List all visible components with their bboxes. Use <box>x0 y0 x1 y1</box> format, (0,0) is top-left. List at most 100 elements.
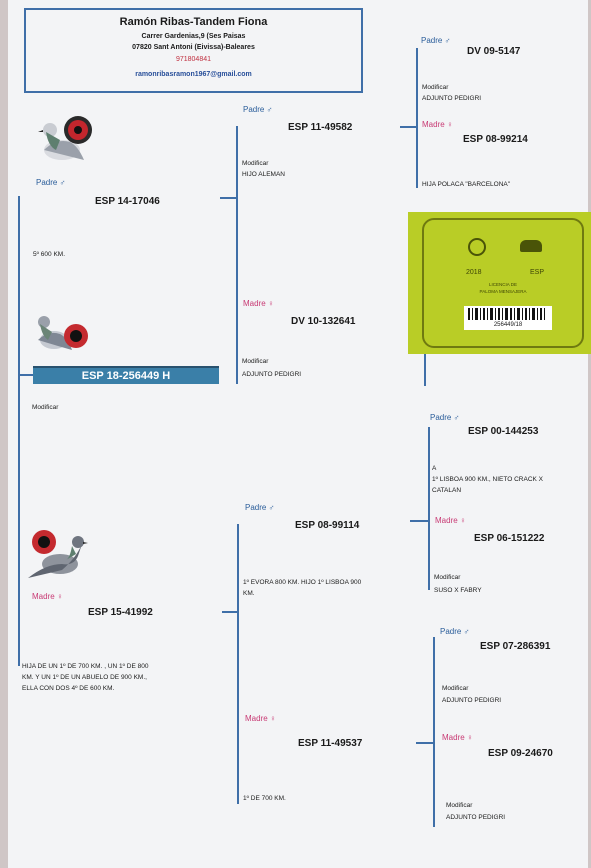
owner-email[interactable]: ramonribasramon1967@gmail.com <box>135 71 252 78</box>
ddd-ring: ESP 09-24670 <box>488 748 553 759</box>
dss-ring: ESP 00-144253 <box>468 426 539 437</box>
license-title-2: PALOMA MENSAJERA <box>479 289 527 294</box>
ds-padre-label: Padre ♂ <box>245 503 275 513</box>
sss-padre-label: Padre ♂ <box>421 36 451 46</box>
ds-note-line-2: KM. <box>243 590 255 597</box>
dd-note: 1º DE 700 KM. <box>243 795 286 802</box>
ss-modify-label[interactable]: Modificar <box>242 160 269 167</box>
subject-line <box>18 196 20 666</box>
dam-ring: ESP 15-41992 <box>88 607 153 618</box>
subject-modify-label[interactable]: Modificar <box>32 404 59 411</box>
owner-phone: 971804841 <box>175 56 212 63</box>
subject-ring: ESP 18-256449 H <box>81 370 171 382</box>
sss-ring: DV 09-5147 <box>467 46 521 57</box>
dd-madre-label: Madre ♀ <box>245 714 276 724</box>
ss-connector <box>400 126 418 128</box>
sd-branch-line <box>424 350 426 386</box>
dsd-note: SUSO X FABRY <box>434 587 482 594</box>
dam-pigeon-image <box>28 536 88 578</box>
sss-note: ADJUNTO PEDIGRI <box>422 95 482 102</box>
ssd-ring: ESP 08-99214 <box>463 134 528 145</box>
sd-madre-label: Madre ♀ <box>243 299 274 309</box>
female-icon: ♀ <box>459 516 466 525</box>
female-icon: ♀ <box>446 120 453 129</box>
madre-label-text: Madre <box>442 733 465 742</box>
female-icon: ♀ <box>267 299 274 308</box>
dd-branch-line <box>433 637 435 827</box>
sss-modify-label[interactable]: Modificar <box>422 84 449 91</box>
dds-padre-label: Padre ♂ <box>440 627 470 637</box>
dam-connector <box>222 611 239 613</box>
ss-branch-line <box>416 48 418 188</box>
sire-eye-image <box>64 116 92 144</box>
sd-modify-label[interactable]: Modificar <box>242 358 269 365</box>
dss-note-line-3: CATALAN <box>432 487 462 494</box>
owner-header: Ramón Ribas-Tandem Fiona Carrer Gardenia… <box>24 8 363 93</box>
dd-connector <box>416 742 435 744</box>
madre-label-text: Madre <box>243 299 266 308</box>
barcode-stripes <box>468 308 545 320</box>
license-number: 256449/18 <box>493 322 523 328</box>
dam-note-line-2: KM. Y UN 1º DE UN ABUELO DE 900 KM., <box>22 674 147 681</box>
dd-ring: ESP 11-49537 <box>298 738 363 749</box>
ds-branch-line <box>428 427 430 590</box>
sd-ring: DV 10-132641 <box>291 316 356 327</box>
dam-madre-label: Madre ♀ <box>32 592 63 602</box>
dam-note-line-1: HIJA DE UN 1º DE 700 KM. , UN 1º DE 800 <box>22 663 149 670</box>
padre-label-text: Padre <box>243 105 265 114</box>
female-icon: ♀ <box>269 714 276 723</box>
paper-sheet <box>8 0 588 868</box>
sire-pigeon-image <box>38 123 84 160</box>
subject-ring-bar: ESP 18-256449 H <box>33 366 219 384</box>
subject-eye-image <box>64 324 88 348</box>
female-icon: ♀ <box>56 592 63 601</box>
ss-ring: ESP 11-49582 <box>288 122 353 133</box>
male-icon: ♂ <box>266 105 273 114</box>
dsd-ring: ESP 06-151222 <box>474 533 545 544</box>
sire-connector <box>220 197 238 199</box>
ds-note-line-1: 1º EVORA 800 KM. HIJO 1º LISBOA 900 <box>243 579 362 586</box>
dss-note-line-1: A <box>432 465 437 472</box>
subject-distance-note: 5º 600 KM. <box>33 251 66 258</box>
male-icon: ♂ <box>463 627 470 636</box>
ssd-madre-label: Madre ♀ <box>422 120 453 130</box>
ds-ring: ESP 08-99114 <box>295 520 360 531</box>
sd-note: ADJUNTO PEDIGRI <box>242 371 302 378</box>
dam-eye-image <box>32 530 56 554</box>
madre-label-text: Madre <box>32 592 55 601</box>
padre-label-text: Padre <box>421 36 443 45</box>
pigeon-license-card: 2018 ESP LICENCIA DE PALOMA MENSAJERA <box>408 212 591 354</box>
dam-note-line-3: ELLA CON DOS 4º DE 600 KM. <box>22 685 115 692</box>
dss-padre-label: Padre ♂ <box>430 413 460 423</box>
dsd-madre-label: Madre ♀ <box>435 516 466 526</box>
license-frame: 2018 ESP LICENCIA DE PALOMA MENSAJERA <box>422 218 584 348</box>
padre-label-text: Padre <box>36 178 58 187</box>
male-icon: ♂ <box>59 178 66 187</box>
padre-label-text: Padre <box>440 627 462 636</box>
dam-branch-line <box>237 524 239 804</box>
sire-branch-line <box>236 126 238 384</box>
ss-note: HIJO ALEMAN <box>242 171 285 178</box>
dds-ring: ESP 07-286391 <box>480 641 551 652</box>
male-icon: ♂ <box>453 413 460 422</box>
female-icon: ♀ <box>466 733 473 742</box>
owner-address-2: 07820 Sant Antoni (Eivissa)-Baleares <box>132 44 255 51</box>
license-title-1: LICENCIA DE <box>488 282 517 287</box>
sire-ring: ESP 14-17046 <box>95 196 160 207</box>
padre-label-text: Padre <box>430 413 452 422</box>
ddd-modify-label[interactable]: Modificar <box>446 802 473 809</box>
dsd-modify-label[interactable]: Modificar <box>434 574 461 581</box>
license-barcode: 256449/18 <box>464 306 552 330</box>
license-year: 2018 <box>466 269 482 276</box>
ssd-note: HIJA POLACA "BARCELONA" <box>422 181 511 188</box>
ss-padre-label: Padre ♂ <box>243 105 273 115</box>
subject-pigeon-image <box>38 316 72 350</box>
madre-label-text: Madre <box>435 516 458 525</box>
male-icon: ♂ <box>268 503 275 512</box>
madre-label-text: Madre <box>245 714 268 723</box>
dds-modify-label[interactable]: Modificar <box>442 685 469 692</box>
sire-padre-label: Padre ♂ <box>36 178 66 188</box>
owner-address-1: Carrer Gardenias,9 (Ses Paisas <box>141 33 246 40</box>
ddd-note: ADJUNTO PEDIGRI <box>446 814 506 821</box>
